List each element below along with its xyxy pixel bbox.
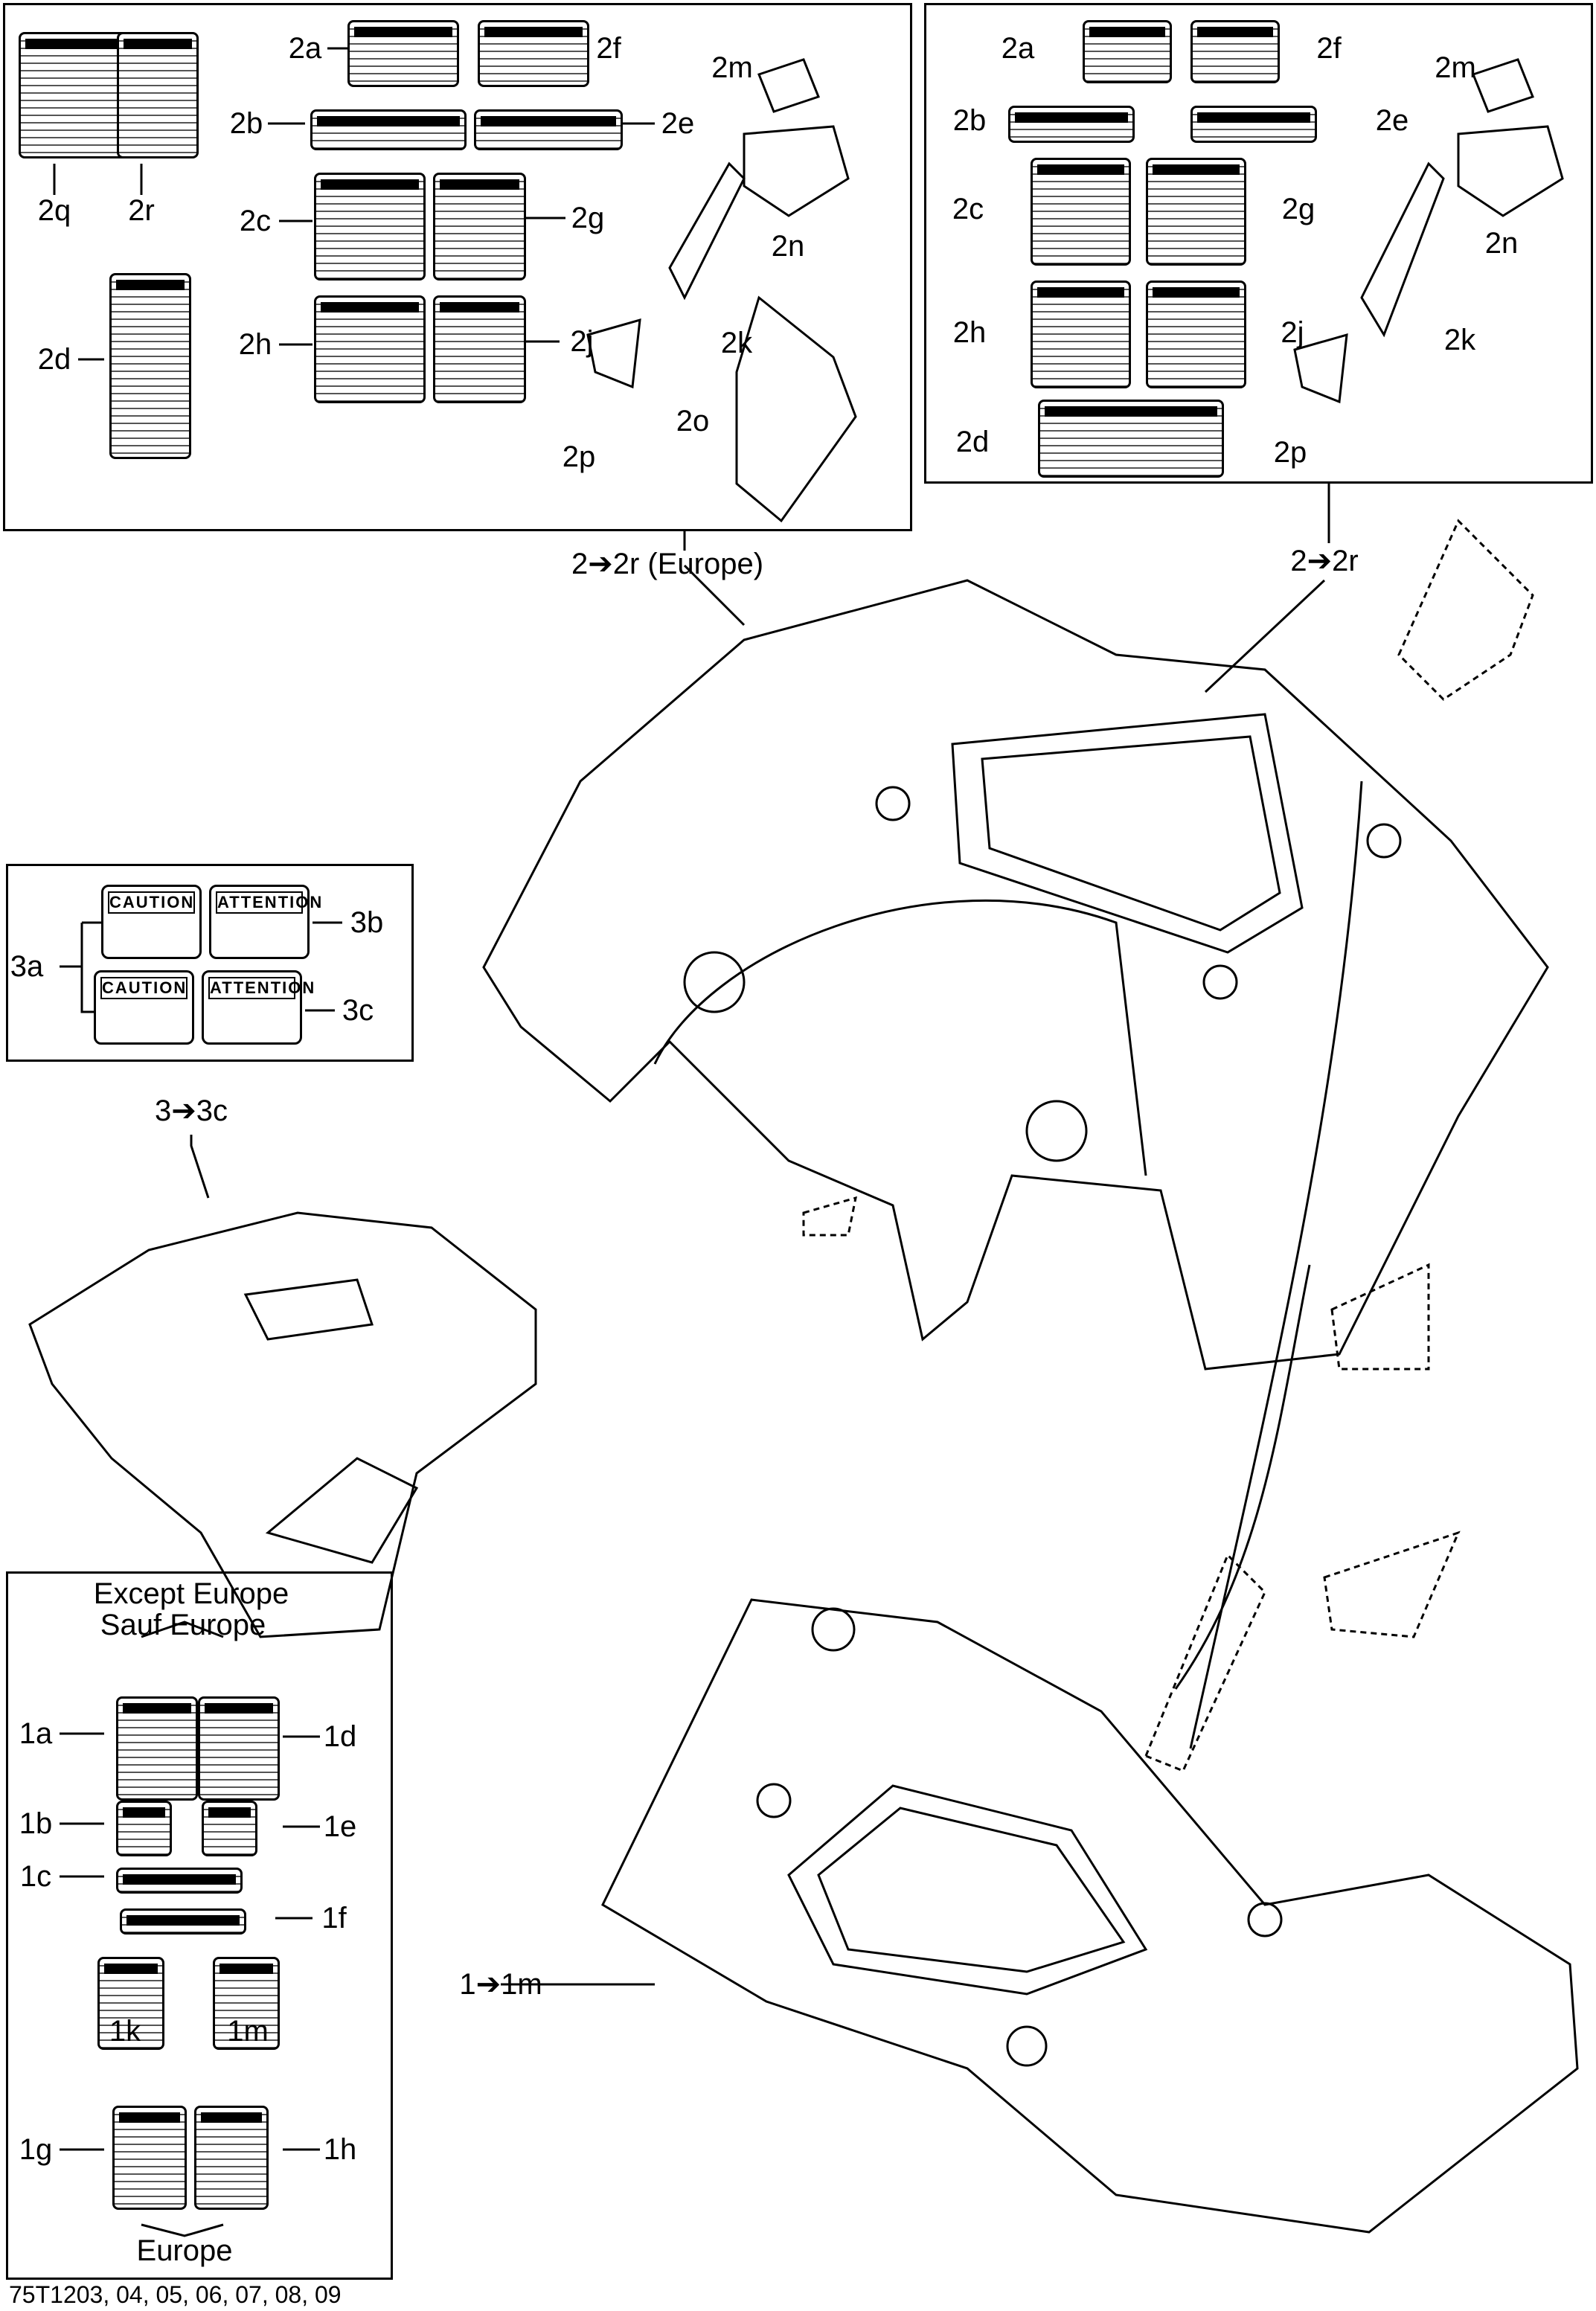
label-1a: 1a	[19, 1717, 53, 1750]
label-3b: 3b	[350, 906, 384, 939]
label-1h: 1h	[323, 2133, 357, 2166]
rear-fender-outline	[482, 579, 1549, 1371]
label-2p: 2p	[562, 440, 596, 473]
callout-3: 3➔3c	[154, 1094, 228, 1127]
label-2k: 2k	[720, 327, 753, 359]
label-2k: 2k	[1443, 324, 1476, 356]
label-3c: 3c	[342, 994, 374, 1027]
caution-decal-box: CAUTION ATTENTION CAUTION ATTENTION	[6, 864, 414, 1062]
label-1d: 1d	[323, 1720, 357, 1753]
decal-1e	[202, 1801, 257, 1856]
label-1k: 1k	[109, 2015, 141, 2048]
label-2e: 2e	[1375, 104, 1409, 137]
label-1c: 1c	[19, 1860, 52, 1893]
label-2c: 2c	[952, 193, 984, 225]
decal-1b	[116, 1801, 172, 1856]
label-2e: 2e	[661, 107, 695, 140]
decal-1c	[116, 1868, 243, 1894]
decal-heading: ATTENTION	[208, 977, 314, 999]
label-2b: 2b	[952, 104, 987, 137]
label-2g: 2g	[571, 202, 605, 234]
decal-2f	[478, 20, 589, 87]
standard-decal-kit-box	[924, 3, 1593, 484]
decal-2g	[1146, 158, 1246, 266]
label-1m: 1m	[227, 2015, 269, 2048]
decal-2g	[433, 173, 526, 281]
decal-2c	[314, 173, 426, 281]
label-2c: 2c	[239, 205, 272, 237]
label-europe: Europe	[136, 2234, 233, 2267]
decal-2d	[109, 273, 191, 459]
decal-3b-attention: ATTENTION	[209, 885, 321, 959]
heading-sauf-europe: Sauf Europe	[100, 1609, 266, 1641]
decal-1f	[120, 1908, 246, 1935]
decal-2b	[1008, 106, 1135, 143]
europe-decal-kit-box	[3, 3, 912, 531]
decal-2h	[314, 295, 426, 403]
label-2j: 2j	[1281, 316, 1304, 349]
decal-2j	[433, 295, 526, 403]
decal-1a	[116, 1696, 198, 1801]
figure-reference: 75T1203, 04, 05, 06, 07, 08, 09	[9, 2281, 342, 2308]
decal-heading: ATTENTION	[216, 891, 321, 914]
label-2q: 2q	[37, 194, 71, 227]
label-2n: 2n	[771, 230, 805, 263]
decal-2b	[310, 109, 467, 150]
decal-2r	[117, 32, 199, 158]
label-2b: 2b	[229, 107, 263, 140]
decal-heading: CAUTION	[100, 977, 188, 999]
label-2d: 2d	[37, 343, 71, 376]
label-1e: 1e	[323, 1810, 357, 1843]
label-2j: 2j	[570, 325, 594, 358]
decal-2e	[1190, 106, 1317, 143]
heading-except-europe: Except Europe	[93, 1577, 289, 1610]
label-3a: 3a	[10, 950, 44, 983]
label-2m: 2m	[711, 51, 753, 84]
decal-1h	[194, 2106, 269, 2210]
callout-1: 1➔1m	[459, 1968, 542, 2001]
decal-2a	[1083, 20, 1172, 83]
decal-2c	[1031, 158, 1131, 266]
callout-2: 2➔2r	[1290, 545, 1359, 577]
decal-3a-caution: CAUTION	[101, 885, 202, 959]
label-2f: 2f	[596, 32, 621, 65]
label-2a: 2a	[1001, 32, 1035, 65]
label-2a: 2a	[288, 32, 322, 65]
label-2m: 2m	[1435, 51, 1476, 84]
decal-2h	[1031, 281, 1131, 388]
decal-2e	[474, 109, 623, 150]
decal-3a-caution-2: CAUTION	[94, 970, 194, 1045]
decal-heading: CAUTION	[108, 891, 195, 914]
label-2g: 2g	[1281, 193, 1315, 225]
label-2f: 2f	[1316, 32, 1342, 65]
decal-1d	[198, 1696, 280, 1801]
front-decal-kit-box	[6, 1571, 393, 2280]
label-2h: 2h	[952, 316, 987, 349]
decal-2f	[1190, 20, 1280, 83]
callout-2-europe: 2➔2r (Europe)	[571, 548, 764, 580]
decal-1k	[97, 1957, 164, 2050]
front-fender-outline	[601, 1598, 1579, 2234]
label-1f: 1f	[321, 1902, 347, 1935]
label-2h: 2h	[238, 328, 272, 361]
label-1g: 1g	[19, 2133, 53, 2166]
front-rack-outline	[28, 1211, 537, 1638]
label-2n: 2n	[1484, 227, 1519, 260]
decal-2a	[347, 20, 459, 87]
label-1b: 1b	[19, 1807, 53, 1840]
label-2r: 2r	[128, 194, 155, 227]
decal-1g	[112, 2106, 187, 2210]
decal-3c-attention: ATTENTION	[202, 970, 314, 1045]
decal-2d	[1038, 400, 1224, 478]
label-2p: 2p	[1273, 436, 1307, 469]
decal-1m	[213, 1957, 280, 2050]
label-2o: 2o	[676, 405, 710, 437]
decal-2j	[1146, 281, 1246, 388]
label-2d: 2d	[955, 426, 990, 458]
